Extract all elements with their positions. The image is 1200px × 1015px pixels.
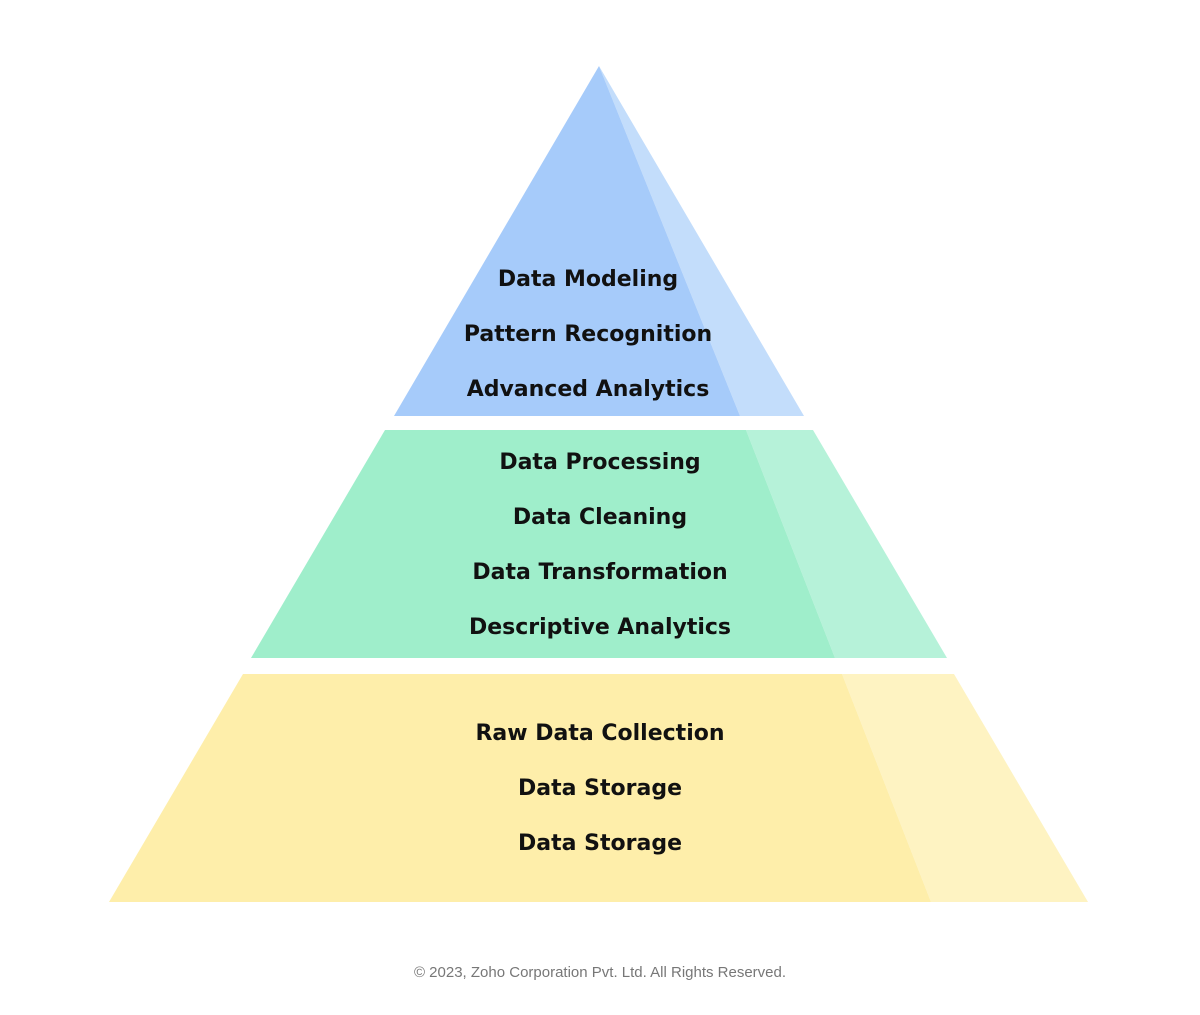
tier-top: Data Modeling Pattern Recognition Advanc…: [394, 66, 804, 416]
tier-bottom-main-face: [109, 674, 931, 902]
tier-middle-item-1: Data Processing: [499, 450, 700, 475]
tier-top-item-2: Pattern Recognition: [464, 322, 712, 347]
tier-middle-item-4: Descriptive Analytics: [469, 615, 731, 640]
tier-top-main-face: [394, 66, 740, 416]
tier-middle-light-face: [746, 430, 947, 658]
tier-middle-main-face: [251, 430, 835, 658]
tier-middle-item-3: Data Transformation: [472, 560, 727, 585]
tier-top-item-3: Advanced Analytics: [467, 377, 710, 402]
tier-bottom-light-face: [842, 674, 1088, 902]
copyright-notice: © 2023, Zoho Corporation Pvt. Ltd. All R…: [413, 964, 787, 981]
tier-bottom-item-2: Data Storage: [518, 776, 682, 801]
tier-bottom: Raw Data Collection Data Storage Data St…: [109, 674, 1088, 902]
tier-middle-item-2: Data Cleaning: [513, 505, 687, 530]
tier-top-light-face: [599, 66, 804, 416]
tier-bottom-item-1: Raw Data Collection: [475, 721, 724, 746]
tier-top-item-1: Data Modeling: [498, 267, 678, 292]
tier-middle: Data Processing Data Cleaning Data Trans…: [251, 430, 947, 658]
tier-bottom-item-3: Data Storage: [518, 831, 682, 856]
